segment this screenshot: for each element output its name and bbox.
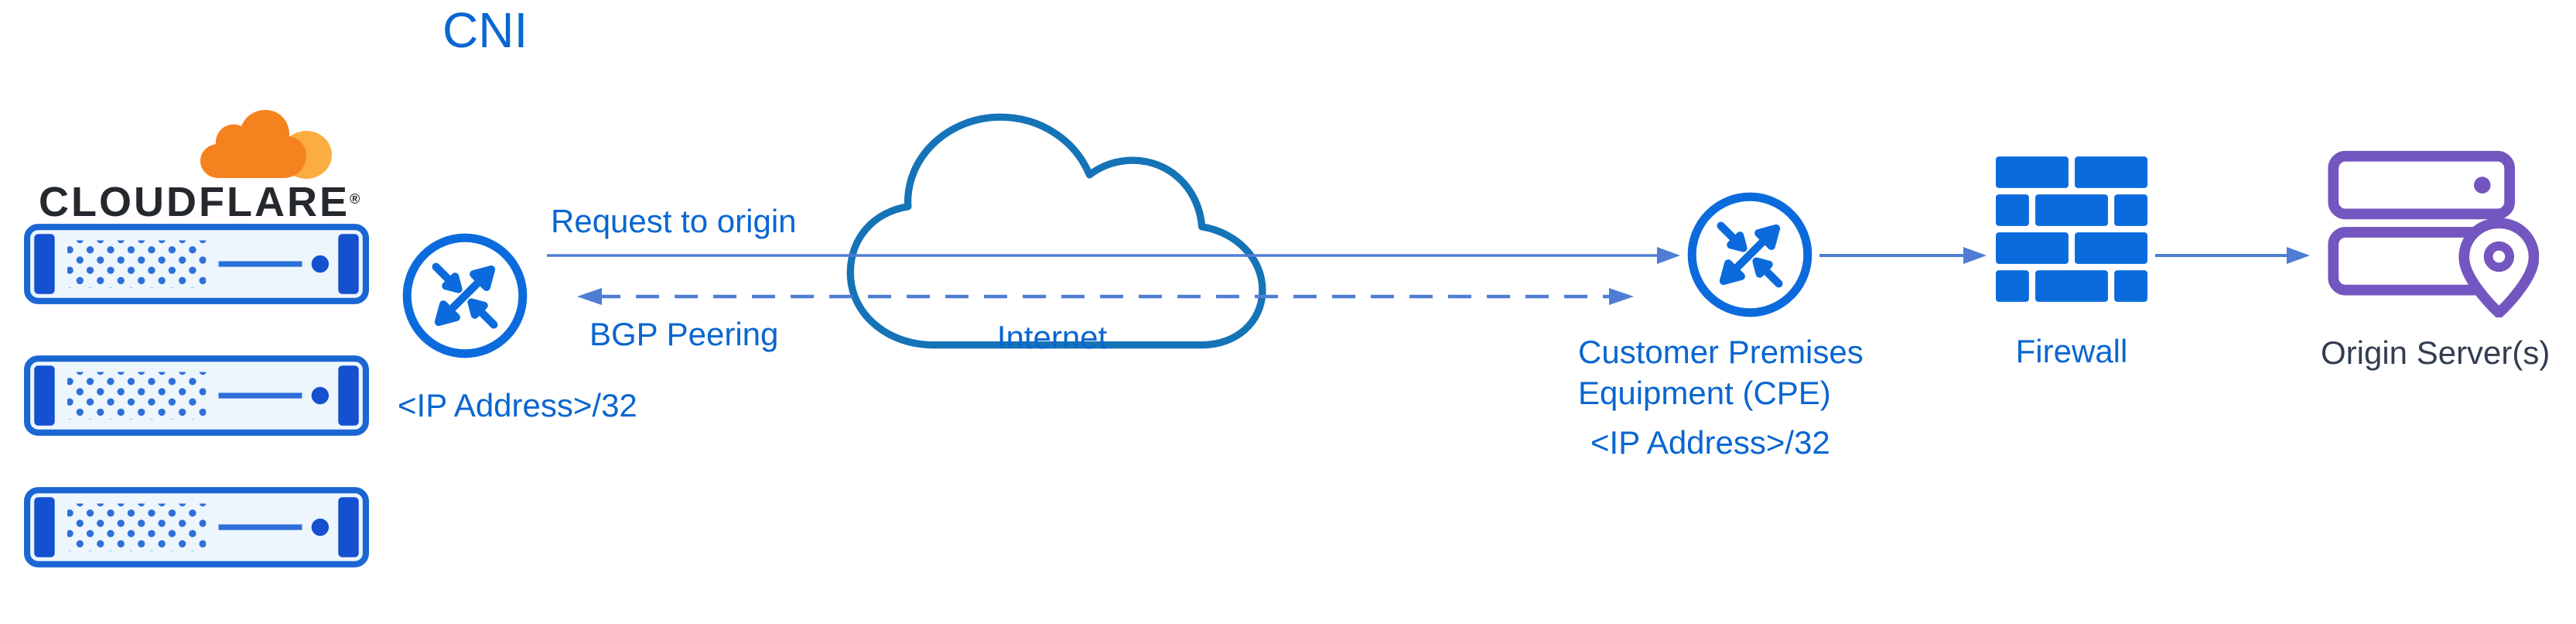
firewall-origin-arrowhead [2287,247,2310,264]
edge-server-icon [23,223,370,305]
cpe-label-line1: Customer Premises [1578,334,1864,370]
diagram-title: CNI [442,2,528,58]
origin-server-icon [2325,147,2539,317]
cloudflare-wordmark-text: CLOUDFLARE [39,179,350,225]
registered-trademark: ® [349,191,363,207]
cpe-router-icon [1684,189,1816,321]
edge-server-icon [23,355,370,437]
request-to-origin-label: Request to origin [551,203,797,239]
origin-server-label: Origin Server(s) [2321,334,2550,371]
bgp-arrowhead-left [577,288,602,305]
cloudflare-wordmark: CLOUDFLARE® [39,178,360,226]
firewall-icon [1996,155,2147,303]
cpe-label: Customer Premises Equipment (CPE) [1578,331,1864,413]
edge-router-icon [399,230,531,362]
bgp-arrowhead-right [1609,288,1634,305]
cpe-ip-label: <IP Address>/32 [1590,424,1830,461]
firewall-label: Firewall [2015,333,2128,369]
request-arrowhead [1657,247,1680,264]
internet-cloud-icon [822,99,1283,372]
cpe-firewall-arrowhead [1963,247,1987,264]
internet-label: Internet [996,319,1108,355]
edge-server-icon [23,486,370,568]
cpe-label-line2: Equipment (CPE) [1578,375,1831,411]
edge-router-ip-label: <IP Address>/32 [398,387,637,423]
cloudflare-cloud-icon [200,110,332,179]
bgp-peering-label: BGP Peering [589,316,779,352]
